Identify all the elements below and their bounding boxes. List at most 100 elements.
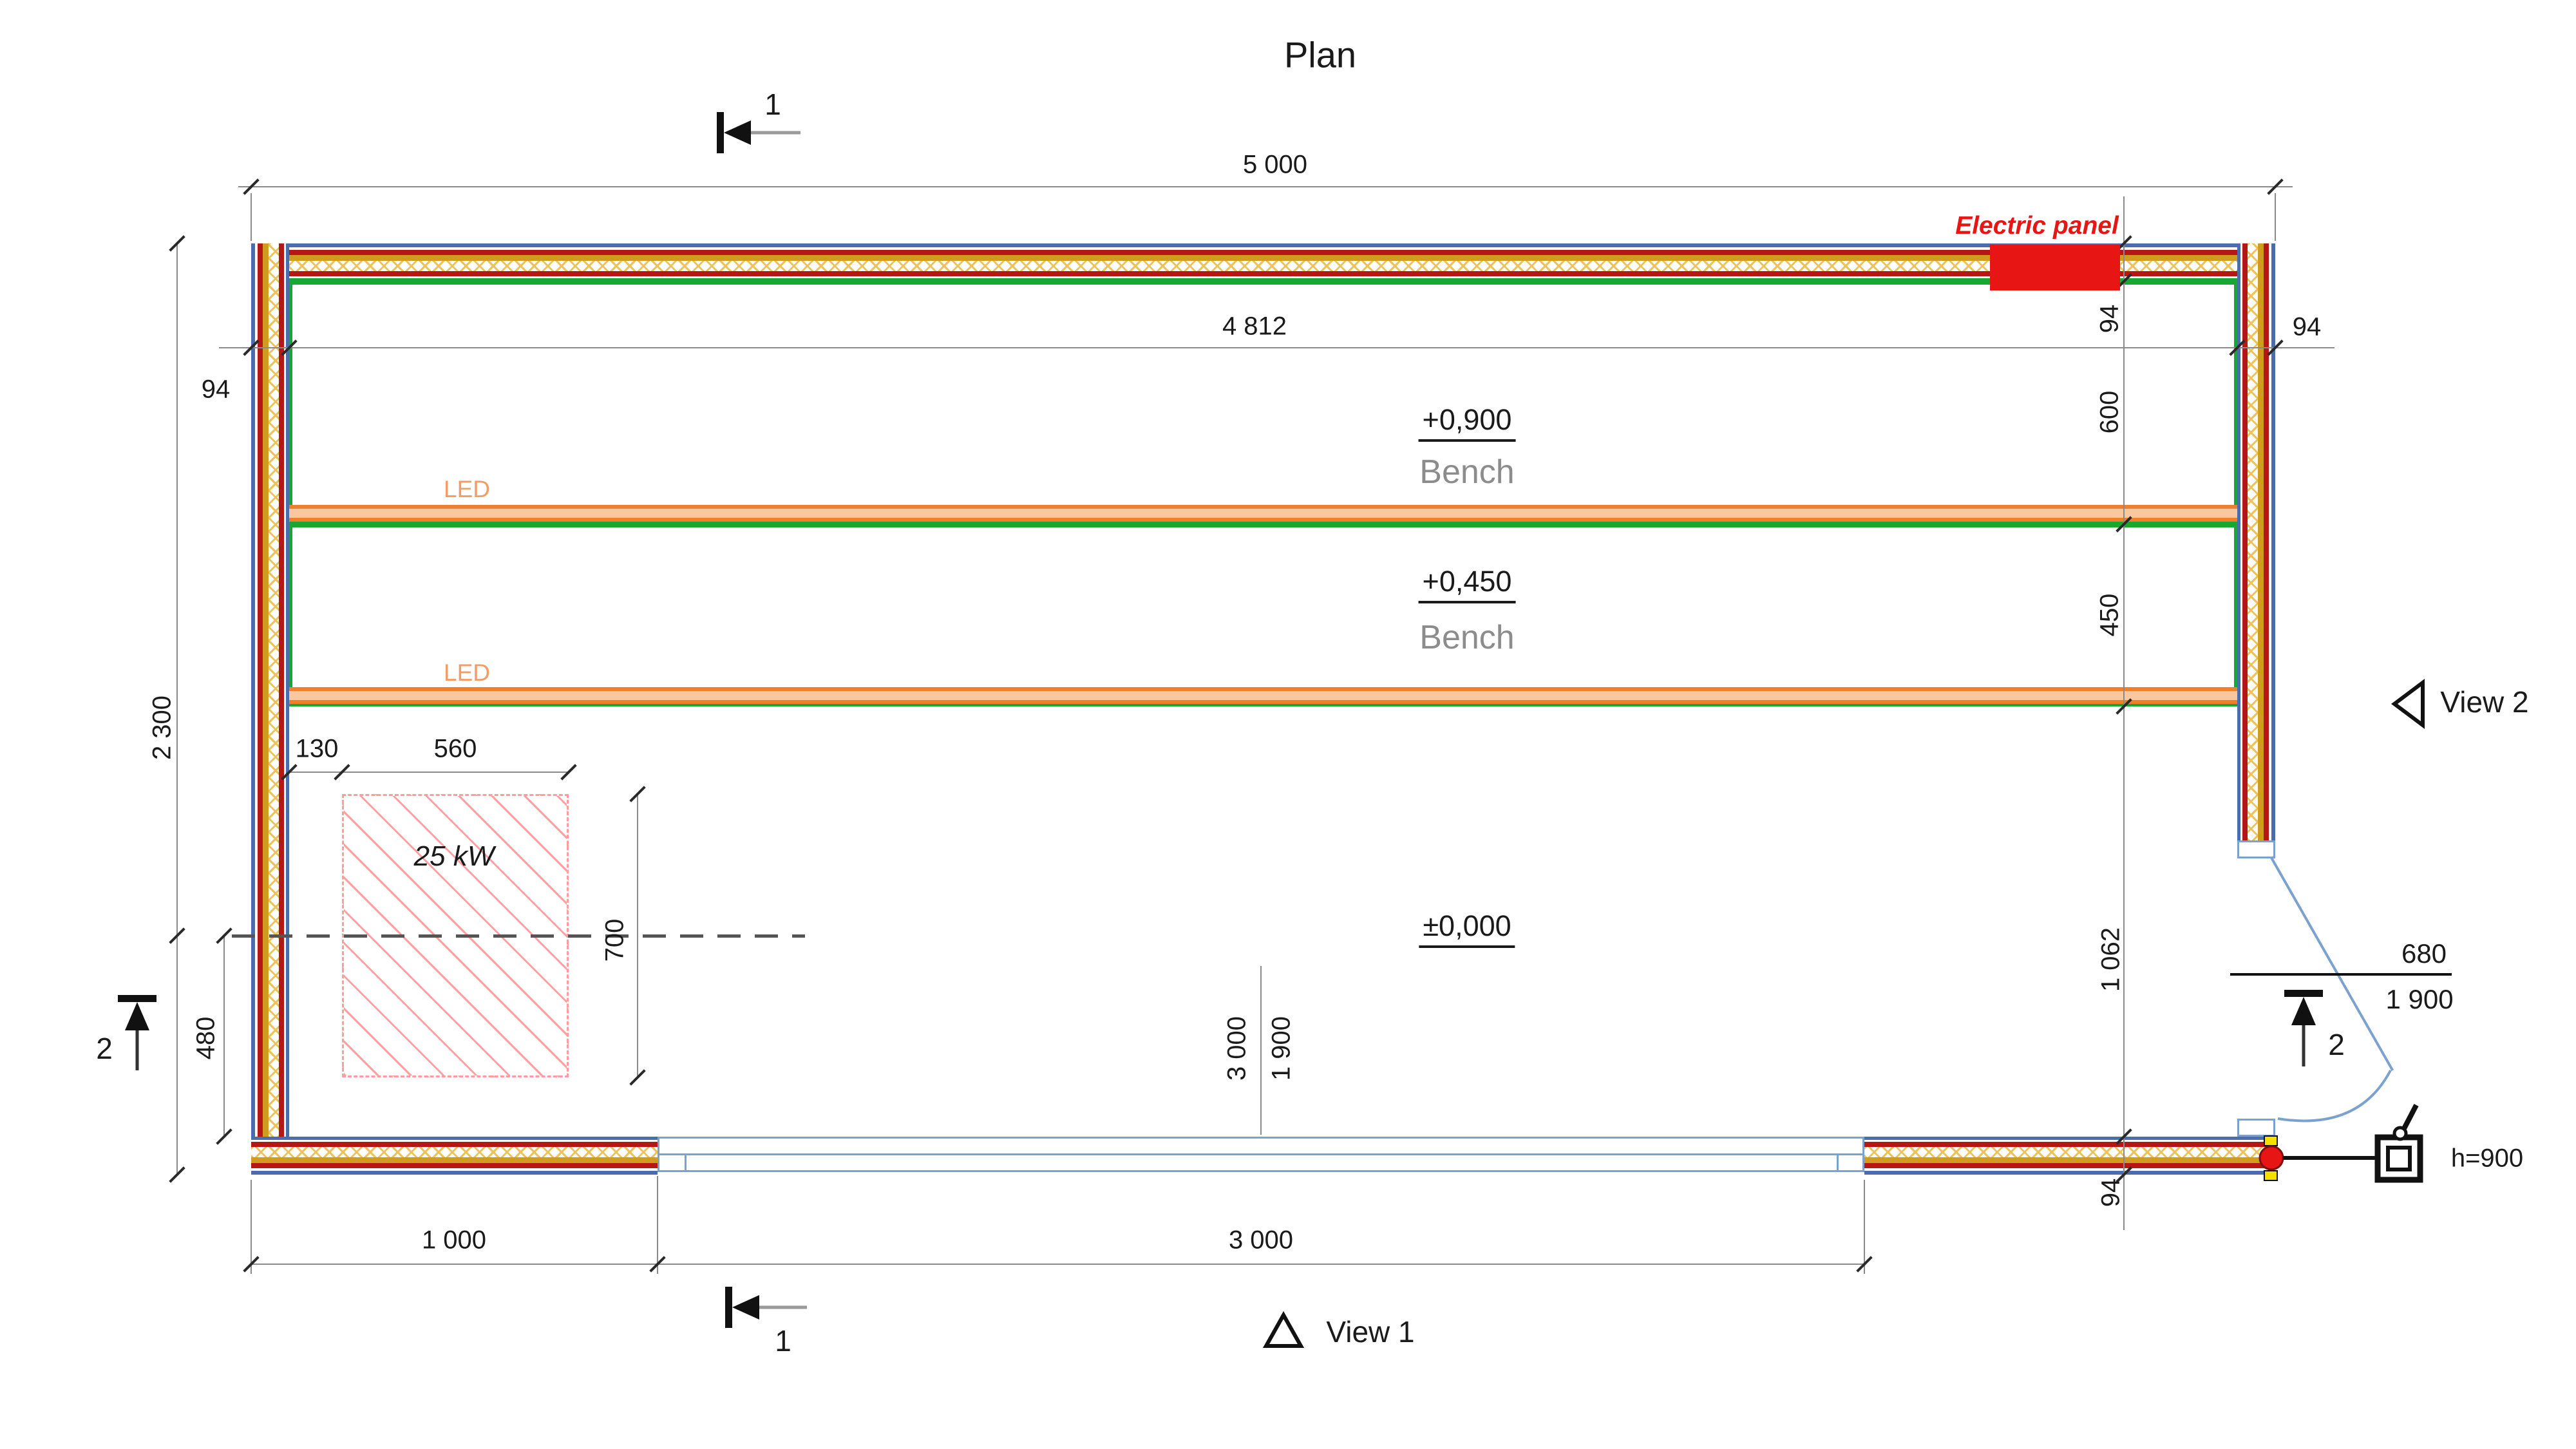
witness-line <box>1864 1180 1865 1274</box>
wall-layer-inner-face <box>1864 1137 2275 1140</box>
wall-layer-cladding-inner <box>251 1142 658 1147</box>
dim-heater-offset: 130 <box>295 734 339 763</box>
bottom-wall-right <box>1864 1137 2275 1175</box>
wall-layer-gap <box>251 247 2275 250</box>
dim-line-overall-width <box>238 186 2293 187</box>
dim-inner-width: 4 812 <box>1222 312 1287 341</box>
wall-layer-cladding <box>251 1163 658 1168</box>
dim-overall-depth: 2 300 <box>147 695 176 761</box>
dim-window-width: 3 000 <box>1228 1226 1294 1255</box>
level-mark-bench-lower: +0,450 <box>1418 565 1516 603</box>
dim-door-height: 1 900 <box>2385 984 2454 1014</box>
dim-line-overall-depth <box>176 243 178 1175</box>
view1-label: View 1 <box>1326 1315 1415 1349</box>
section-marker-1-bottom <box>725 1287 807 1328</box>
led-strip-upper <box>289 505 2237 522</box>
wall-layer-gap <box>1864 1168 2275 1171</box>
dim-window-axis-width: 3 000 <box>1222 1016 1251 1081</box>
dim-door-width: 680 <box>2401 938 2447 969</box>
wall-layer-inner-face <box>2237 243 2240 840</box>
dim-line-window-axis <box>1260 966 1262 1135</box>
bench-lower-label: Bench <box>1419 619 1515 656</box>
wall-layer-gap-inner <box>251 1140 658 1142</box>
door-swing-arc <box>2277 1070 2392 1122</box>
wall-layer-gap <box>251 1168 658 1171</box>
wall-layer-insulation <box>1864 1147 2275 1157</box>
level-mark-floor: ±0,000 <box>1419 909 1515 948</box>
section1-label-bottom: 1 <box>775 1324 791 1358</box>
wall-layer-gap <box>255 243 258 1175</box>
led-label-upper: LED <box>444 476 490 502</box>
wall-layer-insulation <box>269 243 279 1175</box>
dim-line-door-size <box>2230 973 2452 976</box>
wall-layer-gap-inner <box>1864 1140 2275 1142</box>
wall-layer-gap-inner <box>251 276 2275 278</box>
bench-upper-label: Bench <box>1419 453 1515 491</box>
wall-layer-inner-face <box>251 278 2275 281</box>
electric-panel-label: Electric panel <box>1955 212 2119 240</box>
window-frame-divider-left <box>685 1153 687 1171</box>
dim-wall-left: 94 <box>201 375 231 404</box>
dim-wall-right-chain-top: 94 <box>2095 304 2124 334</box>
wall-layer-outer-frame <box>251 243 2275 247</box>
level-mark-bench-upper: +0,900 <box>1418 403 1516 442</box>
drawing-title: Plan <box>1283 34 1357 75</box>
wall-layer-gap-inner <box>2240 243 2242 840</box>
electric-panel <box>1990 245 2120 290</box>
dim-heater-depth: 700 <box>600 918 629 962</box>
section2-label-left: 2 <box>96 1032 113 1065</box>
wall-layer-insulation <box>251 1147 658 1157</box>
section2-label-right: 2 <box>2328 1028 2345 1061</box>
switch-height-label: h=900 <box>2450 1144 2524 1173</box>
witness-line <box>2275 193 2276 241</box>
section-marker-2-left <box>118 995 156 1070</box>
dim-line-inner-width <box>219 347 2334 348</box>
dim-line-bottom <box>251 1264 1864 1265</box>
wall-layer-sheathing <box>2258 243 2264 840</box>
dim-line-heater-offsets <box>289 772 569 773</box>
dim-wall-right: 94 <box>2292 312 2322 341</box>
door-jamb-bottom <box>2237 1119 2275 1137</box>
heater-power-label: 25 kW <box>413 840 495 872</box>
wall-layer-outer-frame <box>251 243 255 1175</box>
window-frame-divider-right <box>1837 1153 1839 1171</box>
heater-axis-centerline <box>232 934 805 938</box>
wall-layer-cladding <box>251 250 2275 255</box>
wall-layer-sheathing <box>263 243 269 1175</box>
wall-layer-sheathing <box>1864 1157 2275 1163</box>
dim-heater-width: 560 <box>433 734 477 763</box>
wall-layer-cladding-inner <box>2242 243 2248 840</box>
wall-layer-cladding <box>1864 1163 2275 1168</box>
section1-label-top: 1 <box>764 88 781 121</box>
section-marker-2-right <box>2284 990 2323 1066</box>
dim-line-axis-offset <box>223 936 225 1137</box>
wall-layer-cladding-inner <box>279 243 284 1175</box>
dim-line-heater-depth <box>637 794 638 1077</box>
dim-bench2-depth: 450 <box>2095 593 2124 637</box>
left-wall <box>251 243 289 1175</box>
led-strip-lower <box>289 687 2237 704</box>
wall-layer-cladding <box>2264 243 2269 840</box>
dim-front-zone: 1 062 <box>2096 927 2125 992</box>
wall-layer-outer-frame <box>251 1171 658 1175</box>
door-jamb-top <box>2237 840 2275 858</box>
wall-layer-cladding-inner <box>251 271 2275 276</box>
dim-axis-offset: 480 <box>191 1016 220 1060</box>
switch-symbol <box>2374 1104 2423 1183</box>
view1-triangle-icon <box>1262 1311 1305 1348</box>
wall-layer-cladding-inner <box>1864 1142 2275 1147</box>
bench-lower <box>289 524 2237 706</box>
dim-line-right-chain <box>2123 196 2125 1230</box>
dim-bench1-depth: 600 <box>2095 390 2124 434</box>
wall-layer-insulation <box>251 261 2275 271</box>
dim-wall-right-chain-bottom: 94 <box>2096 1178 2125 1208</box>
wall-layer-outer-frame <box>2271 243 2275 840</box>
led-label-lower: LED <box>444 659 490 686</box>
wall-layer-sheathing <box>251 255 2275 261</box>
view2-label: View 2 <box>2440 685 2529 719</box>
section-marker-1-top <box>717 112 800 153</box>
wall-layer-inner-face <box>251 1137 658 1140</box>
right-wall-upper <box>2237 243 2275 840</box>
wall-layer-gap-inner <box>284 243 286 1175</box>
